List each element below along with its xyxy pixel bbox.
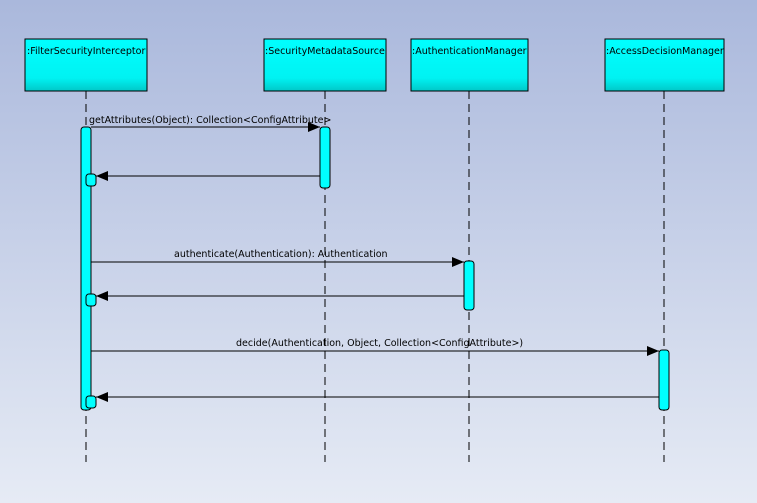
activation-security-metadata-source[interactable] [319,126,331,189]
return-activation-1[interactable] [85,173,97,187]
message-decide[interactable]: decide(Authentication, Object, Collectio… [91,338,659,356]
participant-authentication-manager[interactable]: :AuthenticationManager [410,38,529,92]
return-activation-2[interactable] [85,293,97,307]
message-label: authenticate(Authentication): Authentica… [174,249,388,260]
activation-authentication-manager[interactable] [463,260,475,311]
participant-label: :AccessDecisionManager [606,46,724,57]
message-label: decide(Authentication, Object, Collectio… [236,338,523,349]
message-get-attributes[interactable]: getAttributes(Object): Collection<Config… [89,115,331,132]
participant-label: :SecurityMetadataSource [265,46,385,57]
return-activation-3[interactable] [85,395,97,409]
participant-security-metadata-source[interactable]: :SecurityMetadataSource [263,38,387,92]
message-label: getAttributes(Object): Collection<Config… [89,115,331,126]
participant-filter-security-interceptor[interactable]: :FilterSecurityInterceptor [24,38,148,92]
activation-filter-security-interceptor[interactable] [80,126,92,411]
participant-access-decision-manager[interactable]: :AccessDecisionManager [604,38,725,92]
activation-access-decision-manager[interactable] [658,349,670,411]
message-authenticate[interactable]: authenticate(Authentication): Authentica… [91,249,464,267]
participant-label: :FilterSecurityInterceptor [27,46,145,57]
participant-label: :AuthenticationManager [412,46,527,57]
